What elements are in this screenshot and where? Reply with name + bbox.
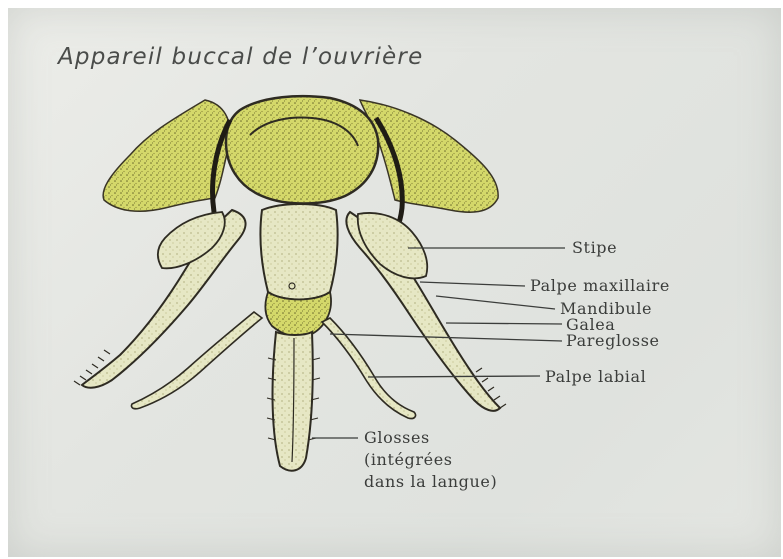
prementum [260,204,337,300]
label-palpe-maxillaire: Palpe maxillaire [530,276,670,295]
label-glosses-line1: Glosses [364,428,430,447]
right-labial-palp [322,318,416,419]
leader-mandibule [436,296,555,309]
leader-palpe-maxillaire [420,282,525,286]
label-palpe-labial: Palpe labial [545,367,646,386]
right-head-lobe [360,100,498,212]
label-stipe: Stipe [572,238,617,257]
pareglosse-base [265,292,331,337]
labrum [226,96,378,203]
right-stipe [358,213,427,278]
label-pareglosse: Pareglosse [566,331,660,350]
label-glosses-line3: dans la langue) [364,472,497,491]
label-glosses-line2: (intégrées [364,450,453,469]
leader-galea [446,323,562,324]
leader-palpe-labial [368,376,540,377]
